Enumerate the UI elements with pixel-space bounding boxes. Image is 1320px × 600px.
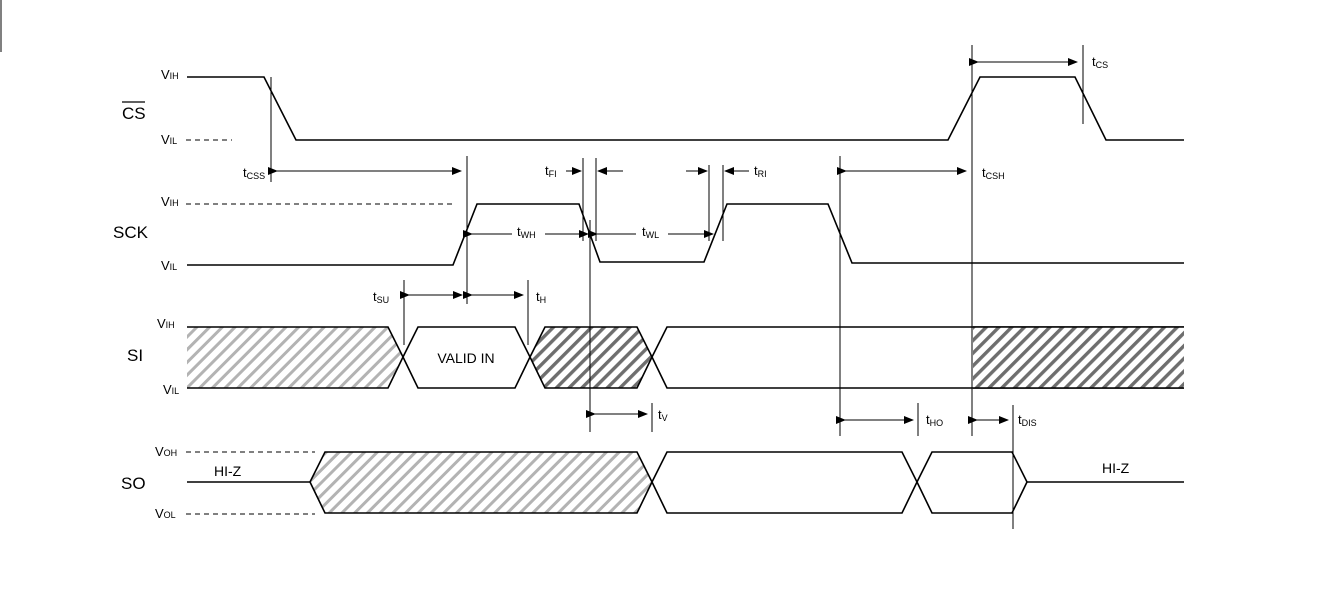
tfi-label: tFI (545, 163, 557, 179)
hiz-right-label: HI-Z (1102, 460, 1130, 476)
cs-vih-label: VIH (161, 67, 179, 82)
sck-vih-label: VIH (161, 194, 179, 209)
si-vih-label: VIH (157, 316, 175, 331)
tcss-label: tCSS (243, 165, 265, 181)
svg-text:CS: CS (122, 104, 146, 123)
reference-lines (270, 45, 1084, 529)
signal-si-label: SI (127, 346, 143, 365)
tho-label: tHO (926, 412, 943, 428)
signal-so-label: SO (121, 474, 146, 493)
hiz-left-label: HI-Z (214, 463, 242, 479)
so-waveform (187, 451, 1184, 514)
cs-waveform (187, 76, 1184, 141)
tcsh-label: tCSH (982, 165, 1005, 181)
signal-sck-label: SCK (113, 223, 149, 242)
so-vol-label: VOL (155, 506, 176, 521)
tdis-label: tDIS (1018, 412, 1037, 428)
twh-label: tWH (517, 224, 536, 240)
twl-label: tWL (642, 224, 659, 240)
signal-cs-label: CS (122, 101, 146, 123)
si-vil-label: VIL (163, 382, 179, 397)
si-waveform (187, 326, 1184, 389)
tv-label: tV (658, 407, 668, 423)
timing-arrows (268, 58, 1078, 424)
sck-vil-label: VIL (161, 258, 177, 273)
tcs-label: tCS (1092, 54, 1108, 70)
tsu-label: tSU (373, 289, 389, 305)
tri-label: tRI (754, 163, 767, 179)
valid-in-label: VALID IN (437, 350, 494, 366)
cs-vil-label: VIL (161, 132, 177, 147)
th-label: tH (536, 289, 546, 305)
so-voh-label: VOH (155, 444, 177, 459)
